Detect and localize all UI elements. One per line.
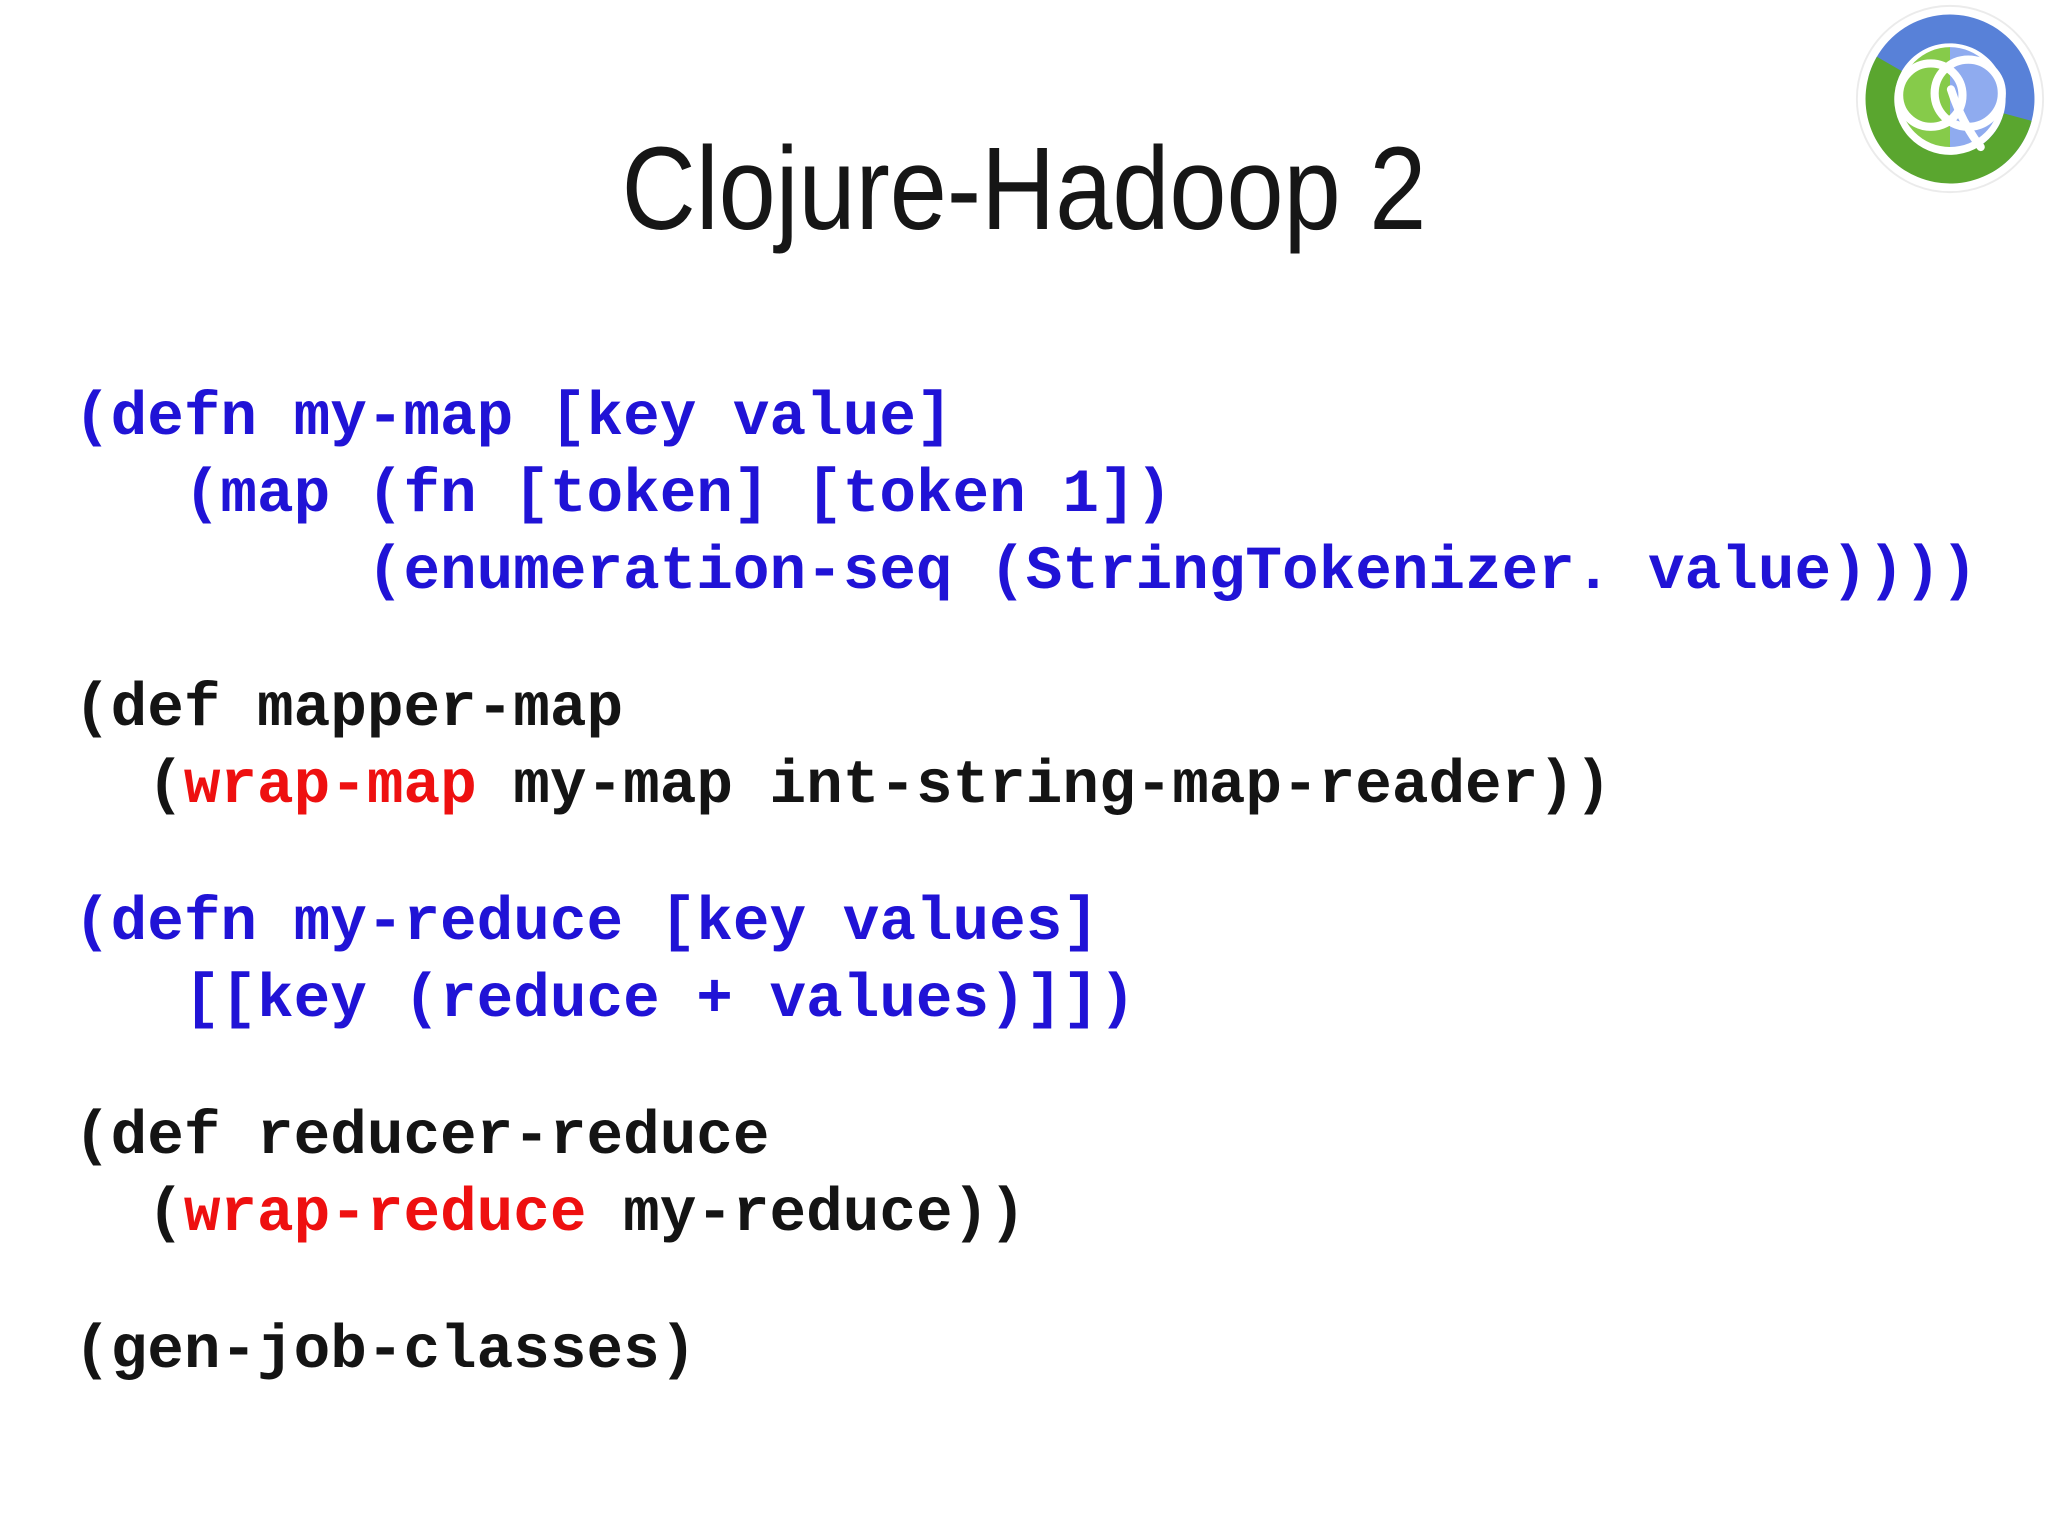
code-token-red: wrap-reduce	[183, 1180, 587, 1249]
clojure-logo-icon	[1855, 4, 2045, 194]
logo-lambda-leg	[1946, 85, 1985, 152]
code-token-blue: (map (fn [token] [token 1])	[74, 461, 1173, 530]
code-token-blue: (enumeration-seq (StringTokenizer. value…	[74, 538, 1978, 607]
clojure-logo	[1854, 2, 2046, 196]
code-line: (map (fn [token] [token 1])	[74, 457, 1978, 534]
code-line: (gen-job-classes)	[74, 1313, 1978, 1390]
code-area: (defn my-map [key value] (map (fn [token…	[74, 380, 1978, 1450]
code-token-black: (	[74, 1180, 184, 1249]
code-token-black: (def reducer-reduce	[74, 1103, 770, 1172]
code-token-black: (def mapper-map	[74, 675, 624, 744]
code-line: (def mapper-map	[74, 671, 1978, 748]
code-stanza-2: (def mapper-map (wrap-map my-map int-str…	[74, 671, 1978, 825]
code-line: (wrap-map my-map int-string-map-reader))	[74, 748, 1978, 825]
code-token-red: wrap-map	[183, 752, 477, 821]
code-line: [[key (reduce + values)]])	[74, 962, 1978, 1039]
code-stanza-5: (gen-job-classes)	[74, 1313, 1978, 1390]
code-line: (def reducer-reduce	[74, 1099, 1978, 1176]
code-token-black: (	[74, 752, 184, 821]
logo-green-swoosh	[1865, 56, 2032, 184]
code-token-blue: (defn my-map [key value]	[74, 384, 953, 453]
code-line: (enumeration-seq (StringTokenizer. value…	[74, 534, 1978, 611]
code-token-black: my-map int-string-map-reader))	[476, 752, 1612, 821]
code-token-blue: [[key (reduce + values)]])	[74, 966, 1136, 1035]
code-token-blue: (defn my-reduce [key values]	[74, 889, 1099, 958]
code-line: (wrap-reduce my-reduce))	[74, 1176, 1978, 1253]
code-line: (defn my-reduce [key values]	[74, 885, 1978, 962]
code-stanza-4: (def reducer-reduce (wrap-reduce my-redu…	[74, 1099, 1978, 1253]
code-stanza-1: (defn my-map [key value] (map (fn [token…	[74, 380, 1978, 611]
slide-title: Clojure-Hadoop 2	[621, 123, 1427, 255]
code-token-black: (gen-job-classes)	[74, 1317, 697, 1386]
code-token-black: my-reduce))	[586, 1180, 1026, 1249]
logo-blue-swoosh	[1868, 14, 2035, 173]
code-line: (defn my-map [key value]	[74, 380, 1978, 457]
code-stanza-3: (defn my-reduce [key values] [[key (redu…	[74, 885, 1978, 1039]
logo-ring-left	[1895, 59, 1967, 131]
